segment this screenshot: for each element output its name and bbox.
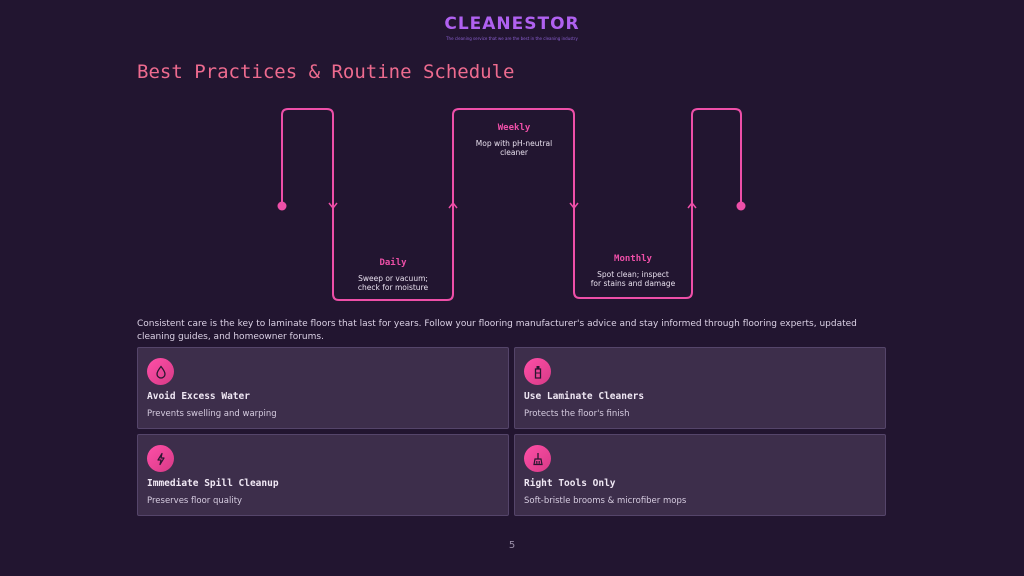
water-drop-icon <box>147 358 174 385</box>
card-description: Preserves floor quality <box>147 496 243 506</box>
arrow-down-icon <box>328 202 338 210</box>
step-label: Weekly <box>497 123 531 133</box>
arrow-down-icon <box>569 202 579 210</box>
routine-step-daily: Daily Sweep or vacuum; check for moistur… <box>338 258 448 292</box>
routine-step-weekly: Weekly Mop with pH-neutral cleaner <box>459 123 569 157</box>
card-title: Immediate Spill Cleanup <box>147 478 279 489</box>
page-title: Best Practices & Routine Schedule <box>137 61 515 83</box>
flow-end-dot <box>736 201 746 211</box>
step-description: Mop with pH-neutral cleaner <box>475 139 553 157</box>
flow-path <box>281 108 742 301</box>
flow-start-dot <box>277 201 287 211</box>
brand-logo: CLEANESTOR The cleaning service that we … <box>0 14 1024 41</box>
intro-paragraph: Consistent care is the key to laminate f… <box>137 319 857 342</box>
brand-tagline: The cleaning service that we are the bes… <box>446 36 578 41</box>
card-description: Protects the floor's finish <box>524 409 630 419</box>
card-description: Soft-bristle brooms & microfiber mops <box>524 496 687 506</box>
spray-bottle-icon <box>524 358 551 385</box>
brand-name: CLEANESTOR <box>444 14 580 34</box>
card-description: Prevents swelling and warping <box>147 409 277 419</box>
practice-card-tools: Right Tools Only Soft-bristle brooms & m… <box>514 434 886 516</box>
step-description: Sweep or vacuum; check for moisture <box>357 274 429 292</box>
practice-card-cleaners: Use Laminate Cleaners Protects the floor… <box>514 347 886 429</box>
card-title: Avoid Excess Water <box>147 391 250 402</box>
step-label: Monthly <box>614 254 652 264</box>
arrow-up-icon <box>687 201 697 209</box>
card-title: Use Laminate Cleaners <box>524 391 645 402</box>
page-number: 5 <box>508 540 516 551</box>
practice-card-water: Avoid Excess Water Prevents swelling and… <box>137 347 509 429</box>
card-title: Right Tools Only <box>524 478 616 489</box>
broom-icon <box>524 445 551 472</box>
lightning-icon <box>147 445 174 472</box>
step-description: Spot clean; inspect for stains and damag… <box>590 270 676 288</box>
arrow-up-icon <box>448 201 458 209</box>
routine-step-monthly: Monthly Spot clean; inspect for stains a… <box>578 254 688 288</box>
step-label: Daily <box>379 258 407 268</box>
practice-card-spill: Immediate Spill Cleanup Preserves floor … <box>137 434 509 516</box>
